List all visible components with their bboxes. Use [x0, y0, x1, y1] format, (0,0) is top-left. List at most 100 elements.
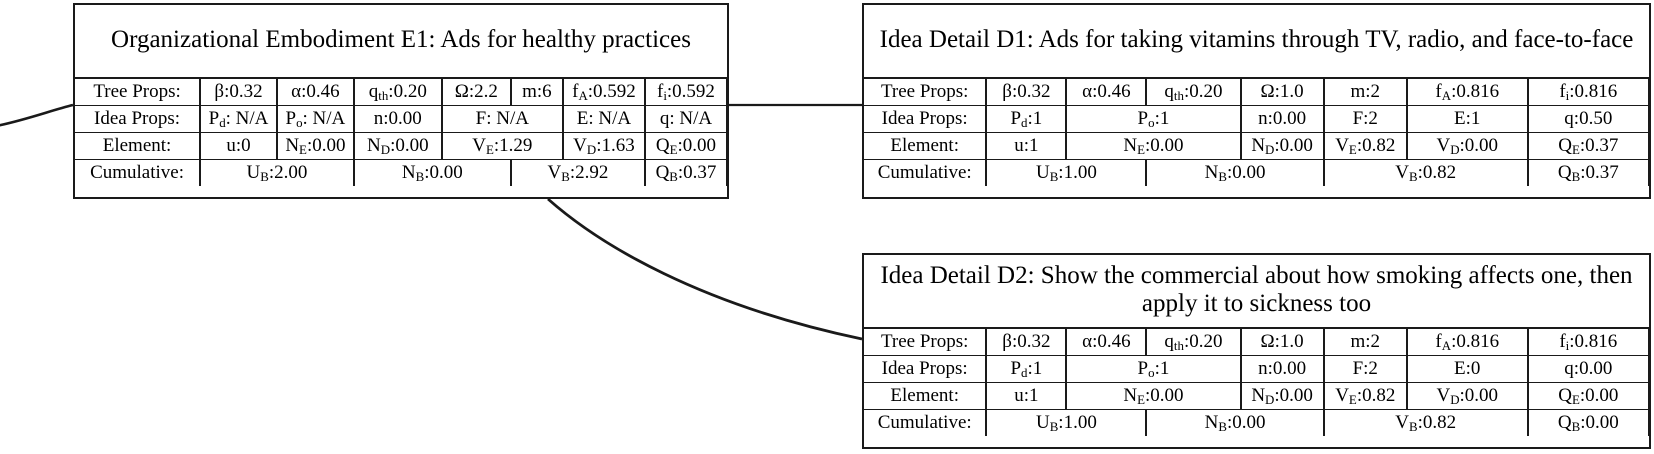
- table-row: Element: u:1 NE:0.00 ND:0.00 VE:0.82 VD:…: [864, 382, 1649, 410]
- incoming-edge-to-E1: [0, 103, 74, 127]
- cell-u: u:0: [199, 132, 278, 160]
- table-row: Tree Props: β:0.32 α:0.46 qth:0.20 Ω:1.0…: [864, 328, 1649, 356]
- cell-ND: ND:0.00: [352, 132, 443, 160]
- cell-VD: VD:1.63: [561, 132, 646, 160]
- cell-qth: qth:0.20: [1145, 78, 1242, 106]
- node-D1[interactable]: Idea Detail D1: Ads for taking vitamins …: [862, 3, 1651, 199]
- cell-ND: ND:0.00: [1239, 132, 1325, 160]
- cell-QB: QB:0.37: [1526, 159, 1649, 186]
- cell-Pd: Pd: N/A: [199, 105, 278, 133]
- cell-Po: Po:1: [1065, 355, 1242, 383]
- row-label-cumulative: Cumulative:: [75, 159, 201, 186]
- node-E1-props-table: Tree Props: β:0.32 α:0.46 qth:0.20 Ω:2.2…: [75, 77, 727, 186]
- cell-QE: QE:0.00: [643, 132, 727, 160]
- cell-m: m:2: [1322, 328, 1408, 356]
- cell-fA: fA:0.816: [1405, 328, 1529, 356]
- node-D2-title: Idea Detail D2: Show the commercial abou…: [880, 262, 1633, 317]
- cell-beta: β:0.32: [985, 78, 1067, 106]
- cell-E: E:0: [1405, 355, 1529, 383]
- table-row: Cumulative: UB:1.00 NB:0.00 VB:0.82 QB:0…: [864, 409, 1649, 436]
- cell-VB: VB:0.82: [1322, 159, 1529, 186]
- table-row: Idea Props: Pd:1 Po:1 n:0.00 F:2 E:1 q:0…: [864, 105, 1649, 133]
- node-E1-title: Organizational Embodiment E1: Ads for he…: [111, 26, 691, 53]
- cell-VB: VB:2.92: [509, 159, 646, 186]
- node-D2-props-table: Tree Props: β:0.32 α:0.46 qth:0.20 Ω:1.0…: [864, 327, 1649, 436]
- cell-Pd: Pd:1: [985, 105, 1067, 133]
- cell-qth: qth:0.20: [1145, 328, 1242, 356]
- row-label-cumulative: Cumulative:: [864, 159, 987, 186]
- cell-VE: VE:0.82: [1322, 132, 1408, 160]
- cell-VE: VE:0.82: [1322, 382, 1408, 410]
- table-row: Element: u:0 NE:0.00 ND:0.00 VE:1.29 VD:…: [75, 132, 727, 160]
- cell-UB: UB:1.00: [985, 159, 1147, 186]
- cell-n: n:0.00: [352, 105, 443, 133]
- cell-Pd: Pd:1: [985, 355, 1067, 383]
- cell-NE: NE:0.00: [275, 132, 355, 160]
- row-label-idea-props: Idea Props:: [864, 105, 987, 133]
- cell-omega: Ω:1.0: [1239, 78, 1325, 106]
- cell-E: E: N/A: [561, 105, 646, 133]
- cell-u: u:1: [985, 132, 1067, 160]
- cell-fA: fA:0.816: [1405, 78, 1529, 106]
- cell-u: u:1: [985, 382, 1067, 410]
- cell-F: F:2: [1322, 355, 1408, 383]
- cell-QB: QB:0.00: [1526, 409, 1649, 436]
- row-label-tree-props: Tree Props:: [75, 78, 201, 106]
- cell-F: F: N/A: [440, 105, 564, 133]
- cell-F: F:2: [1322, 105, 1408, 133]
- cell-alpha: α:0.46: [275, 78, 355, 106]
- row-label-element: Element:: [864, 132, 987, 160]
- row-label-idea-props: Idea Props:: [864, 355, 987, 383]
- cell-omega: Ω:1.0: [1239, 328, 1325, 356]
- table-row: Idea Props: Pd:1 Po:1 n:0.00 F:2 E:0 q:0…: [864, 355, 1649, 383]
- edge-E1-to-D2: [547, 197, 863, 341]
- cell-qth: qth:0.20: [352, 78, 443, 106]
- cell-m: m:6: [509, 78, 564, 106]
- table-row: Idea Props: Pd: N/A Po: N/A n:0.00 F: N/…: [75, 105, 727, 133]
- cell-beta: β:0.32: [985, 328, 1067, 356]
- cell-alpha: α:0.46: [1065, 78, 1147, 106]
- table-row: Cumulative: UB:2.00 NB:0.00 VB:2.92 QB:0…: [75, 159, 727, 186]
- table-row: Tree Props: β:0.32 α:0.46 qth:0.20 Ω:2.2…: [75, 78, 727, 106]
- cell-omega: Ω:2.2: [440, 78, 512, 106]
- row-label-element: Element:: [75, 132, 201, 160]
- cell-n: n:0.00: [1239, 105, 1325, 133]
- cell-ND: ND:0.00: [1239, 382, 1325, 410]
- cell-m: m:2: [1322, 78, 1408, 106]
- cell-Po: Po: N/A: [275, 105, 355, 133]
- cell-NE: NE:0.00: [1065, 132, 1242, 160]
- cell-fA: fA:0.592: [561, 78, 646, 106]
- cell-VE: VE:1.29: [440, 132, 564, 160]
- row-label-tree-props: Tree Props:: [864, 78, 987, 106]
- cell-VD: VD:0.00: [1405, 132, 1529, 160]
- cell-NB: NB:0.00: [1145, 159, 1325, 186]
- cell-NB: NB:0.00: [1145, 409, 1325, 436]
- cell-beta: β:0.32: [199, 78, 278, 106]
- cell-alpha: α:0.46: [1065, 328, 1147, 356]
- node-D1-title: Idea Detail D1: Ads for taking vitamins …: [879, 26, 1634, 53]
- node-E1[interactable]: Organizational Embodiment E1: Ads for he…: [73, 3, 729, 199]
- row-label-idea-props: Idea Props:: [75, 105, 201, 133]
- cell-fi: fi:0.816: [1526, 328, 1649, 356]
- row-label-element: Element:: [864, 382, 987, 410]
- cell-UB: UB:1.00: [985, 409, 1147, 436]
- cell-QE: QE:0.37: [1526, 132, 1649, 160]
- row-label-cumulative: Cumulative:: [864, 409, 987, 436]
- cell-QE: QE:0.00: [1526, 382, 1649, 410]
- cell-E: E:1: [1405, 105, 1529, 133]
- node-D2[interactable]: Idea Detail D2: Show the commercial abou…: [862, 253, 1651, 449]
- cell-fi: fi:0.816: [1526, 78, 1649, 106]
- cell-q: q:0.00: [1526, 355, 1649, 383]
- cell-NB: NB:0.00: [352, 159, 512, 186]
- table-row: Tree Props: β:0.32 α:0.46 qth:0.20 Ω:1.0…: [864, 78, 1649, 106]
- cell-fi: fi:0.592: [643, 78, 727, 106]
- cell-QB: QB:0.37: [644, 159, 727, 186]
- cell-q: q:0.50: [1526, 105, 1649, 133]
- cell-q: q: N/A: [643, 105, 727, 133]
- row-label-tree-props: Tree Props:: [864, 328, 987, 356]
- cell-VD: VD:0.00: [1405, 382, 1529, 410]
- cell-Po: Po:1: [1065, 105, 1242, 133]
- table-row: Cumulative: UB:1.00 NB:0.00 VB:0.82 QB:0…: [864, 159, 1649, 186]
- cell-NE: NE:0.00: [1065, 382, 1242, 410]
